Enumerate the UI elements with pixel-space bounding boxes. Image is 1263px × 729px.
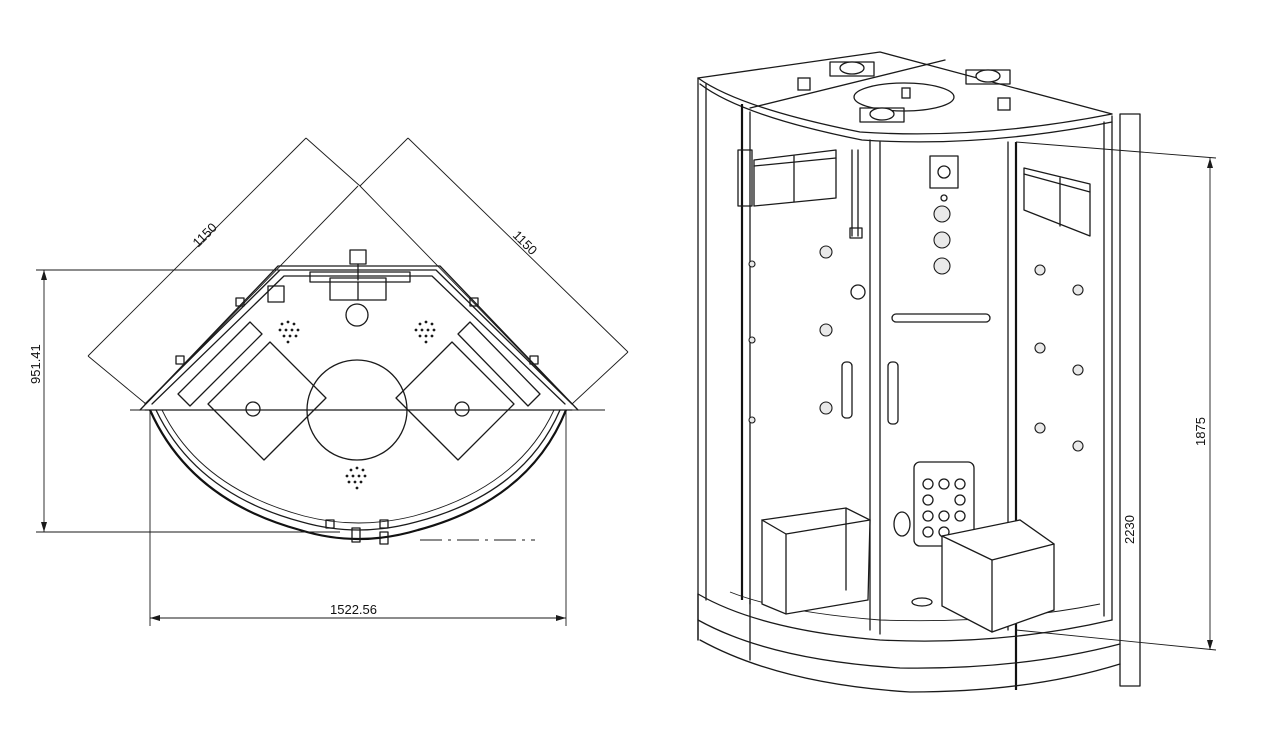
cabin-plan-outline — [130, 265, 605, 541]
depth-dimension-label: 951.41 — [28, 344, 43, 384]
floor-drain — [911, 597, 933, 607]
jet-cluster-front — [345, 466, 367, 490]
drain-circle — [345, 303, 369, 327]
height-dimension-inner — [1015, 141, 1217, 651]
side-b-dimension-label: 1150 — [510, 228, 540, 258]
width-dimension — [149, 412, 567, 626]
right-seat — [941, 519, 1055, 633]
door-handles — [841, 361, 899, 425]
control-panel — [929, 155, 959, 275]
plan-hinges — [175, 285, 539, 545]
mixer-unit-plan — [309, 249, 411, 301]
shower-pipe — [849, 149, 866, 300]
left-shelf — [737, 149, 837, 207]
right-shelf — [1023, 167, 1091, 237]
side-a-dimension-label: 1150 — [190, 220, 220, 250]
seat-left-plan — [177, 321, 327, 461]
towel-bar — [891, 313, 991, 323]
right-wall-jets — [1034, 264, 1084, 452]
jet-cluster-right — [414, 320, 436, 344]
shower-tray — [697, 591, 1121, 693]
plan-view: 1150 1150 — [28, 137, 629, 626]
jet-cluster-left — [278, 320, 300, 344]
perspective-view: 1875 2230 — [697, 51, 1217, 693]
drain-oval — [893, 511, 911, 537]
depth-dimension — [36, 269, 340, 533]
width-dimension-label: 1522.56 — [330, 602, 377, 617]
seat-right-plan — [395, 321, 541, 461]
left-seat — [761, 507, 871, 615]
left-wall-jets — [748, 245, 833, 424]
height-inner-label: 1875 — [1193, 417, 1208, 446]
roof — [697, 51, 1113, 143]
ceiling-light-circle — [306, 359, 408, 461]
height-total-label: 2230 — [1122, 515, 1137, 544]
